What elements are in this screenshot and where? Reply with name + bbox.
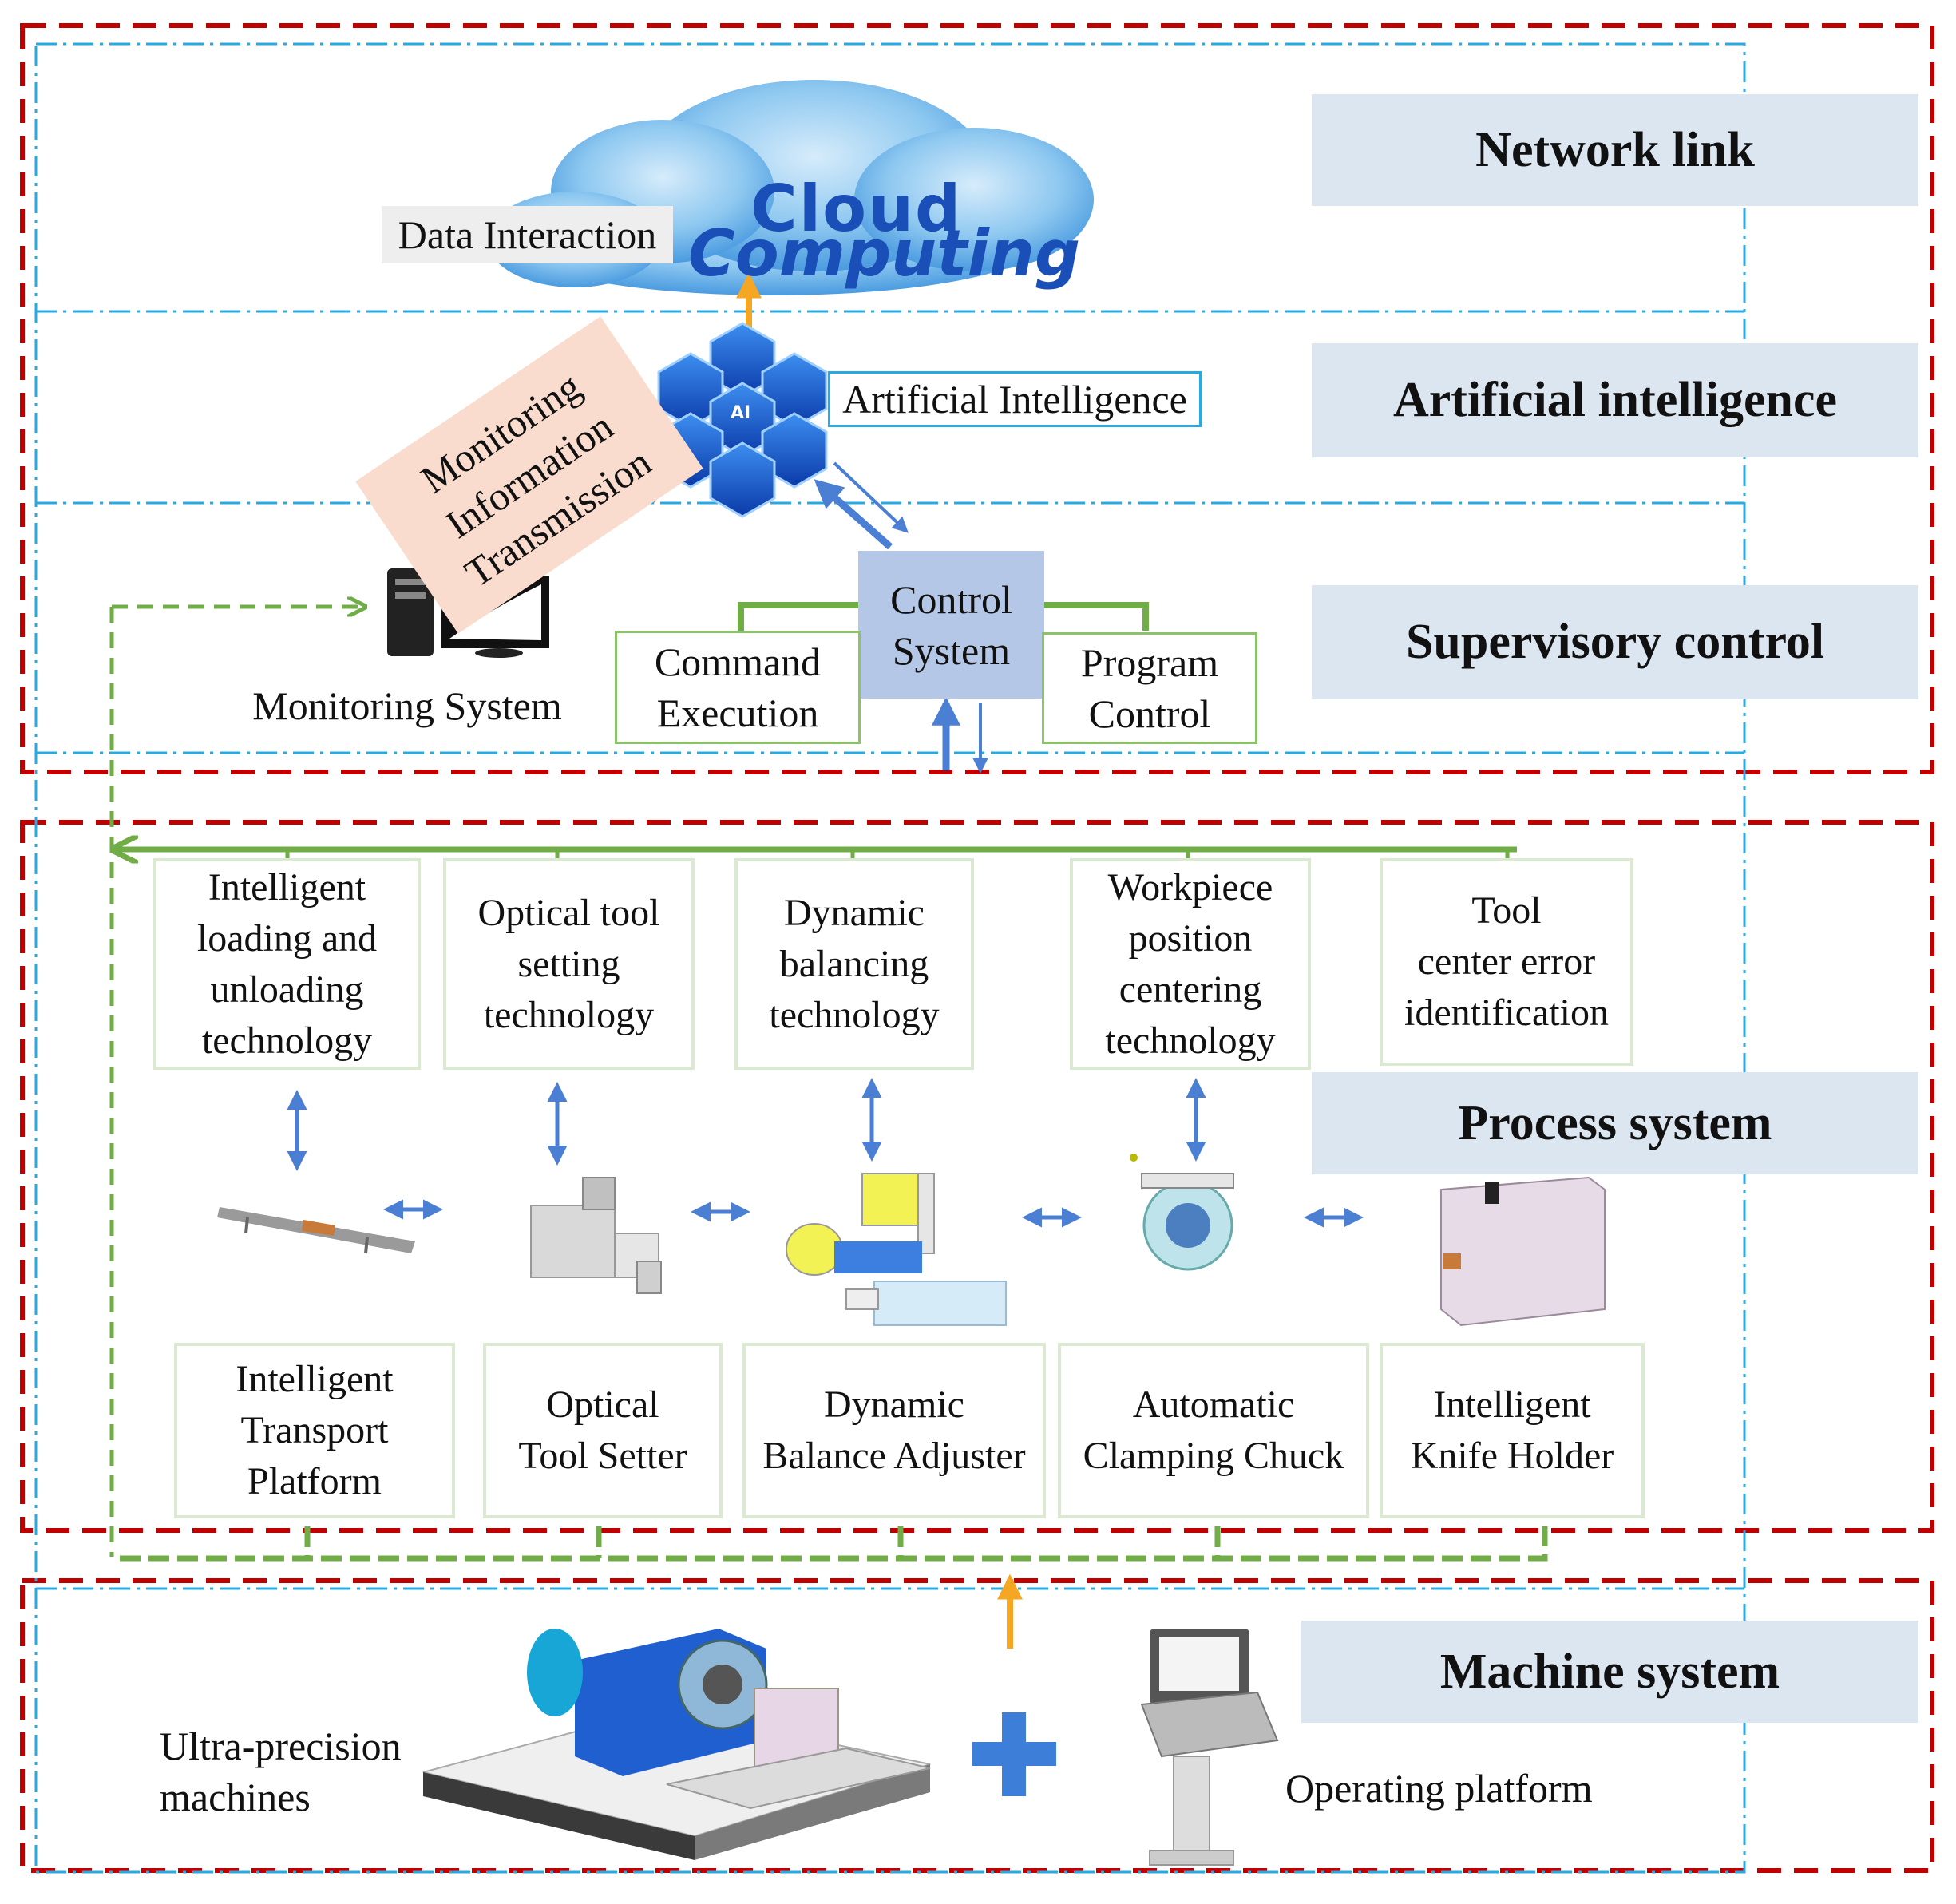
tech-box-loading-unloading: Intelligent loading and unloading techno… [153,858,421,1070]
data-interaction-label: Data Interaction [382,206,673,263]
device-box-transport-platform: Intelligent Transport Platform [174,1343,455,1518]
device-box-knife-holder: Intelligent Knife Holder [1380,1343,1645,1518]
optical-tool-setter-icon [530,1177,662,1294]
cloud-word: Cloud [750,172,963,246]
device-box-optical-tool-setter: Optical Tool Setter [483,1343,723,1518]
monitoring-system-label: Monitoring System [252,683,562,728]
tech-box-dynamic-balancing: Dynamic balancing technology [734,858,974,1070]
device-box-clamping-chuck: Automatic Clamping Chuck [1058,1343,1369,1518]
tech-box-optical-tool-setting: Optical tool setting technology [443,858,695,1070]
operating-platform-icon [1140,1629,1279,1866]
computing-word: Computing [688,216,1081,291]
tech-box-workpiece-centering: Workpiece position centering technology [1070,858,1311,1070]
control-system-box: Control System [858,551,1044,699]
operating-platform-label: Operating platform [1285,1766,1593,1811]
cloud-icon [487,80,1094,295]
ai-hex-center-label: AI [731,403,751,423]
device-box-dynamic-balance-adjuster: Dynamic Balance Adjuster [742,1343,1046,1518]
ultra-precision-machine-icon [422,1629,931,1860]
layer-title-artificial-intelligence: Artificial intelligence [1312,343,1918,457]
command-execution-box: Command Execution [615,631,861,744]
transport-platform-icon [217,1207,415,1254]
ultra-precision-machines-label: Ultra-precision machines [160,1724,402,1819]
artificial-intelligence-label: Artificial Intelligence [828,371,1202,427]
layer-title-process-system: Process system [1312,1072,1918,1174]
plus-icon [972,1712,1056,1796]
layer-title-machine-system: Machine system [1301,1621,1918,1723]
clamping-chuck-icon [1130,1154,1234,1271]
process-frame [20,820,1934,1533]
knife-holder-icon [1440,1176,1606,1327]
layer-title-network-link: Network link [1312,94,1918,206]
machine-frame [20,1578,1934,1873]
program-control-box: Program Control [1042,632,1257,744]
layer-title-supervisory-control: Supervisory control [1312,585,1918,699]
tech-box-tool-center-error: Tool center error identification [1380,858,1633,1066]
dynamic-balance-adjuster-icon [786,1173,1007,1326]
